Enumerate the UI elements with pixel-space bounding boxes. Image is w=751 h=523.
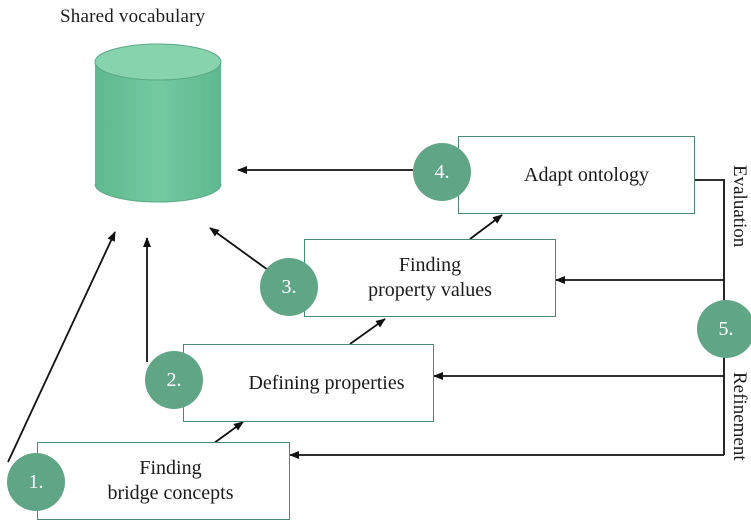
feedback-from-adapt-ontology [695,179,725,455]
evaluation-label: Evaluation [729,165,750,248]
step-label: Defining properties [248,371,405,394]
arrow-step3-to-vocabulary [209,227,269,271]
step-number-badge: 1. [7,453,65,511]
arrow-step2-to-step3 [349,318,386,345]
arrows-to-vocabulary [7,166,413,463]
step-number-badge: 2. [145,351,203,409]
step-box-adapt-ontology: Adapt ontology [458,136,695,214]
shared-vocabulary-title: Shared vocabulary [60,6,206,27]
arrow-step1-to-vocabulary [7,231,116,463]
step-box-finding-bridge-concepts: Finding bridge concepts [37,442,290,520]
step-label: Finding bridge concepts [107,457,234,504]
step-label: Adapt ontology [524,163,649,186]
database-cylinder-icon [94,43,222,203]
step-box-finding-property-values: Finding property values [304,239,556,317]
refinement-label: Refinement [729,372,750,461]
step-box-defining-properties: Defining properties [183,344,434,422]
feedback-lines [289,179,725,459]
step-number-badge: 3. [260,258,318,316]
step-label: Finding property values [368,254,492,301]
arrow-step3-to-step4 [469,214,503,240]
step-number-badge: 4. [413,143,471,201]
step-number-badge-feedback: 5. [697,300,751,358]
